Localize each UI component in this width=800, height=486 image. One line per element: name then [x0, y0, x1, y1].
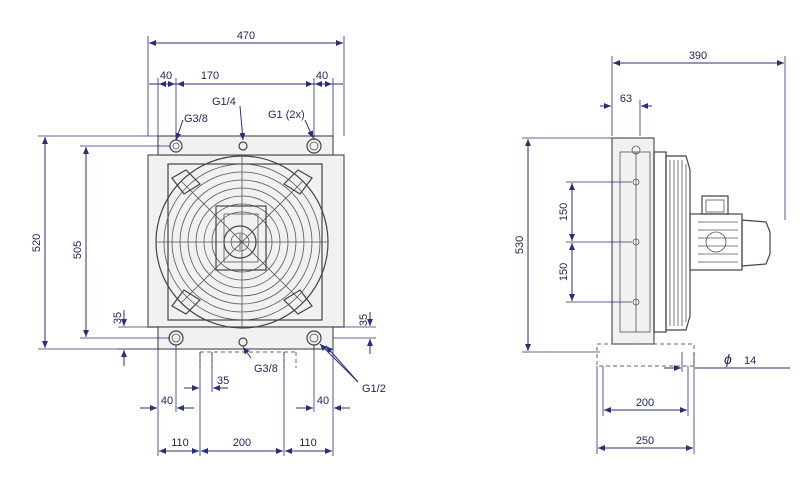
dim-250: 250	[636, 435, 654, 447]
dim-200-front: 200	[233, 437, 251, 449]
dim-505: 505	[72, 241, 84, 259]
dim-110-left: 110	[171, 437, 189, 449]
fan-guard-side	[665, 155, 691, 331]
dim-35-left: 35	[112, 312, 124, 324]
dim-40-top-right: 40	[316, 70, 328, 82]
side-view: 390 63 530 150 150 ϕ	[514, 50, 790, 454]
motor-housing	[215, 205, 267, 271]
dim-40-top-left: 40	[160, 70, 172, 82]
dim-470: 470	[237, 30, 255, 42]
dim-bottom: G3/8 G1/2 35 40 40	[140, 343, 386, 456]
dim-40-bottom-left: 40	[161, 395, 173, 407]
motor-side	[689, 195, 771, 271]
dim-110-right: 110	[299, 437, 317, 449]
dim-520: 520	[31, 234, 43, 252]
side-dim-left: 530 150 150	[514, 137, 632, 353]
fan-shroud-side	[653, 151, 667, 333]
dim-150-upper: 150	[558, 203, 570, 221]
dim-200-side: 200	[636, 397, 654, 409]
side-dim-bottom: ϕ 14 200 250	[596, 351, 790, 454]
dim-63: 63	[620, 93, 632, 105]
dim-14: 14	[744, 355, 756, 367]
dim-170: 170	[201, 70, 219, 82]
label-g38-top: G3/8	[184, 113, 208, 125]
fan-guard	[155, 155, 329, 329]
dim-top: 470 40 170 40 G3/8 G1/4 G1 (2x)	[147, 30, 345, 141]
motor-hub	[223, 225, 257, 259]
label-g14: G1/4	[212, 96, 236, 108]
dim-390: 390	[689, 50, 707, 62]
label-g1-2x: G1 (2x)	[268, 109, 305, 121]
top-rail	[157, 135, 334, 156]
port-g14	[238, 141, 248, 151]
dim-left: 520 505 35	[31, 135, 170, 366]
dim-35-right: 35	[358, 314, 370, 326]
dim-40-bottom-right: 40	[317, 395, 329, 407]
label-g38-bottom: G3/8	[254, 363, 278, 375]
dim-right: 35	[333, 312, 376, 354]
side-dim-top: 390 63	[600, 50, 786, 220]
dim-35-bottom: 35	[217, 375, 229, 387]
dim-150-lower: 150	[558, 263, 570, 281]
phi-symbol: ϕ	[724, 351, 732, 367]
front-view: 470 40 170 40 G3/8 G1/4 G1 (2x) 520	[31, 30, 386, 456]
dim-530: 530	[514, 236, 526, 254]
cooler-body	[147, 154, 345, 328]
port-g38-bottom	[238, 337, 248, 347]
label-g12: G1/2	[362, 383, 386, 395]
